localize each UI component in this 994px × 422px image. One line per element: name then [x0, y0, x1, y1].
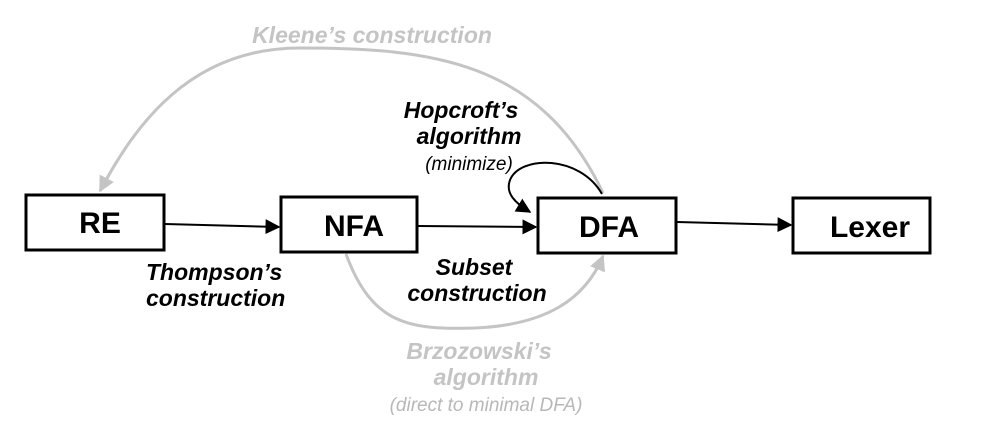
node-nfa-box	[279, 195, 419, 254]
subset-edge	[417, 219, 538, 235]
brzozowski-label-line1: Brzozowski’s	[406, 338, 551, 364]
hopcroft-note: (minimize)	[425, 154, 513, 175]
lexer-edge	[676, 217, 793, 233]
node-re: RE	[24, 193, 166, 252]
node-lexer-label: Lexer	[830, 211, 910, 244]
node-lexer: Lexer	[791, 196, 932, 255]
node-dfa-label: DFA	[579, 211, 639, 244]
subset-label-line1: Subset	[436, 254, 514, 280]
thompson-label-line1: Thompson’s	[146, 259, 282, 285]
kleene-edge	[98, 46, 605, 194]
kleene-label: Kleene’s construction	[252, 22, 492, 48]
hopcroft-label-line2: algorithm	[417, 123, 522, 149]
node-re-box	[24, 193, 166, 252]
node-re-label: RE	[79, 207, 121, 240]
hopcroft-label-line1: Hopcroft’s	[404, 97, 519, 123]
node-nfa-label: NFA	[324, 210, 384, 243]
thompson-edge	[164, 219, 281, 235]
node-lexer-box	[791, 196, 932, 255]
thompson-label-line2: construction	[146, 285, 285, 311]
hopcroft-self-loop	[507, 161, 603, 213]
brzozowski-label-line2: algorithm	[434, 364, 539, 390]
node-nfa: NFA	[279, 195, 419, 254]
brzozowski-edge	[344, 253, 605, 330]
node-dfa-box	[536, 196, 678, 255]
node-dfa: DFA	[536, 196, 678, 255]
subset-label-line2: construction	[407, 280, 546, 306]
brzozowski-note: (direct to minimal DFA)	[390, 395, 583, 416]
